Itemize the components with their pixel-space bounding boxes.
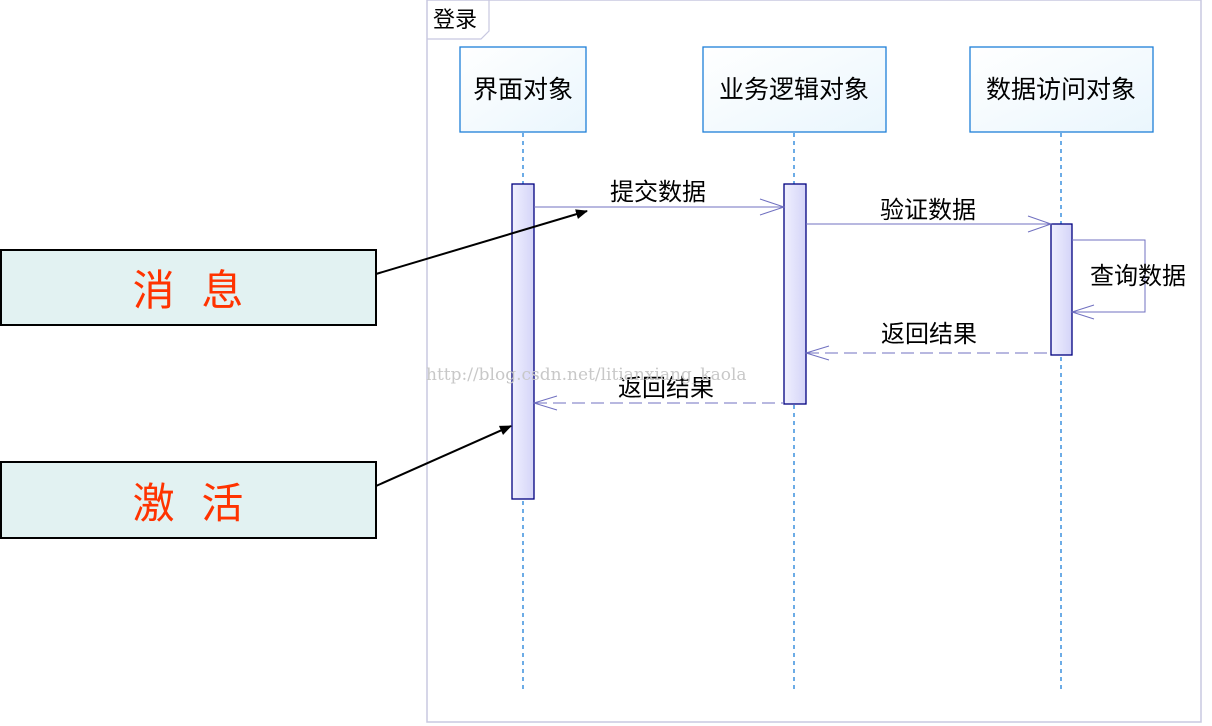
message-label: 返回结果 (881, 320, 977, 348)
lifeline-label: 数据访问对象 (986, 75, 1136, 104)
activation-biz[interactable] (783, 183, 807, 405)
frame-title-tab (427, 0, 490, 40)
activation-ui[interactable] (511, 183, 535, 500)
callout-box (0, 249, 377, 326)
message-label: 验证数据 (880, 196, 976, 224)
lifeline-box[interactable] (459, 46, 587, 133)
frame-border (426, 0, 1202, 723)
callout-label: 激 活 (133, 479, 244, 528)
callout-box (0, 461, 377, 539)
frame: 登录 (426, 0, 1202, 723)
lifeline-dao: 数据访问对象 (969, 46, 1154, 692)
lifeline-box[interactable] (702, 46, 887, 133)
message-label: 查询数据 (1090, 262, 1186, 290)
open-arrow-icon (1027, 215, 1053, 233)
lifeline-box[interactable] (969, 46, 1154, 133)
self-message-line (1072, 239, 1146, 313)
message-submit-data[interactable]: 提交数据 (534, 178, 786, 216)
open-arrow-icon (532, 395, 558, 411)
callout-message: 消 息 (0, 209, 588, 326)
open-arrow-icon (1070, 304, 1095, 320)
frame-title: 登录 (433, 8, 477, 33)
callout-arrow (375, 209, 588, 275)
message-return-result-dao[interactable]: 返回结果 (804, 320, 1051, 361)
lifeline-label: 界面对象 (473, 75, 573, 104)
lifeline-biz: 业务逻辑对象 (702, 46, 887, 692)
lifeline-ui: 界面对象 (459, 46, 587, 692)
open-arrow-icon (759, 198, 786, 216)
message-label: 返回结果 (618, 374, 714, 402)
activation-dao[interactable] (1050, 223, 1073, 356)
message-return-result-biz[interactable]: 返回结果 (532, 374, 784, 411)
message-query-data[interactable]: 查询数据 (1070, 239, 1186, 320)
open-arrow-icon (804, 345, 830, 361)
lifeline-label: 业务逻辑对象 (719, 75, 869, 104)
callout-label: 消 息 (133, 266, 244, 315)
message-validate-data[interactable]: 验证数据 (806, 196, 1053, 233)
callout-arrow (375, 425, 512, 487)
message-label: 提交数据 (610, 178, 706, 206)
watermark: http://blog.csdn.net/litianxiang_kaola (426, 365, 747, 385)
callout-activation: 激 活 (0, 425, 512, 539)
